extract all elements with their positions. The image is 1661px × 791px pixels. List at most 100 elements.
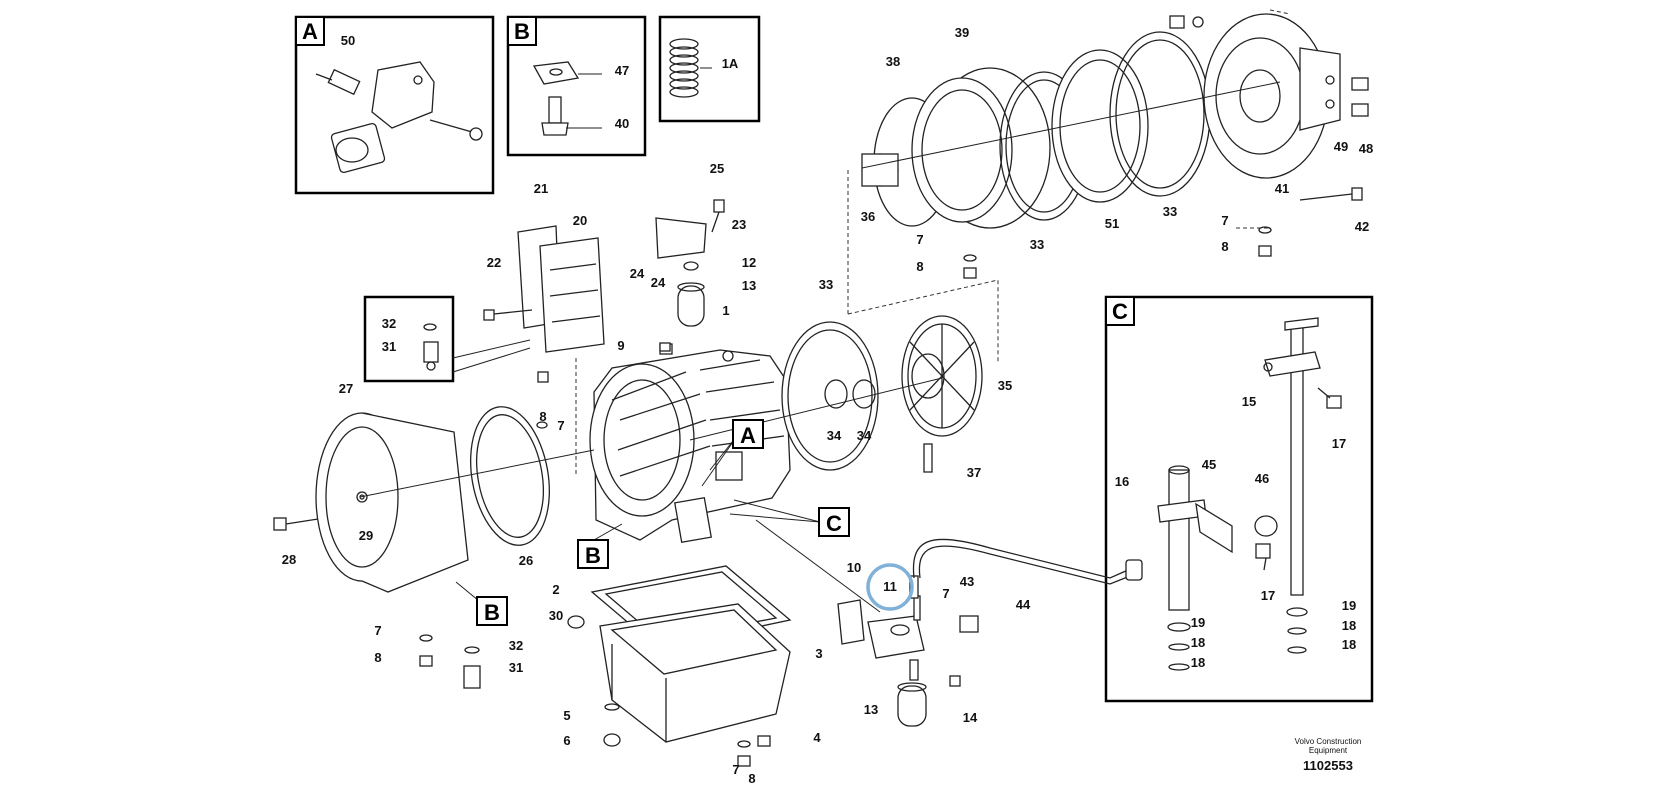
- callout-34: 34: [857, 428, 872, 443]
- callout-26: 26: [519, 553, 533, 568]
- callout-36: 36: [861, 209, 875, 224]
- footer: Volvo Construction Equipment 1102553: [1295, 737, 1362, 773]
- drawing-number: 1102553: [1303, 758, 1353, 773]
- callout-34: 34: [827, 428, 842, 443]
- detail-frame-b-label: B: [514, 19, 530, 44]
- callout-31: 31: [509, 660, 523, 675]
- callout-7: 7: [1221, 213, 1228, 228]
- callout-42: 42: [1355, 219, 1369, 234]
- callout-23: 23: [732, 217, 746, 232]
- callout-46: 46: [1255, 471, 1269, 486]
- callout-31: 31: [382, 339, 396, 354]
- tag-b-bell: B: [476, 596, 508, 626]
- callout-43: 43: [960, 574, 974, 589]
- callout-28: 28: [282, 552, 296, 567]
- callout-3: 3: [815, 646, 822, 661]
- callout-48: 48: [1359, 141, 1373, 156]
- callout-30: 30: [549, 608, 563, 623]
- clutch-assembly: [861, 13, 1369, 279]
- bolt: [273, 517, 319, 531]
- callout-19: 19: [1342, 598, 1356, 613]
- callout-25: 25: [710, 161, 724, 176]
- cover-gasket: [781, 321, 879, 471]
- highlight-circle: [866, 563, 914, 611]
- callout-49: 49: [1334, 139, 1348, 154]
- control-valve: [483, 225, 605, 353]
- callout-27: 27: [339, 381, 353, 396]
- detail-frame-c: C: [1104, 295, 1374, 703]
- callout-5: 5: [563, 708, 570, 723]
- callout-6: 6: [563, 733, 570, 748]
- callout-44: 44: [1016, 597, 1031, 612]
- callout-24: 24: [630, 266, 645, 281]
- detail-frame-c-label: C: [1112, 299, 1128, 324]
- callout-32: 32: [509, 638, 523, 653]
- tag-c: C: [818, 507, 850, 537]
- callout-4: 4: [813, 730, 821, 745]
- callout-7: 7: [374, 623, 381, 638]
- callout-39: 39: [955, 25, 969, 40]
- svg-text:B: B: [585, 543, 601, 568]
- callout-37: 37: [967, 465, 981, 480]
- callout-7: 7: [916, 232, 923, 247]
- callout-41: 41: [1275, 181, 1289, 196]
- detail-frame-a: A: [294, 15, 495, 195]
- callout-1A: 1A: [722, 56, 739, 71]
- brand-line-2: Equipment: [1309, 746, 1348, 755]
- callout-2: 2: [552, 582, 559, 597]
- callout-35: 35: [998, 378, 1012, 393]
- callout-32: 32: [382, 316, 396, 331]
- callout-10: 10: [847, 560, 861, 575]
- tag-a: A: [732, 419, 764, 449]
- filter-housing: [837, 575, 979, 727]
- dashed-guides: [575, 9, 1291, 474]
- bracket-and-filter: [655, 199, 725, 327]
- callout-15: 15: [1242, 394, 1256, 409]
- callout-22: 22: [487, 255, 501, 270]
- callout-8: 8: [748, 771, 755, 786]
- svg-text:A: A: [740, 423, 756, 448]
- pipe: [912, 538, 1129, 579]
- gasket: [470, 406, 550, 546]
- detail-frame-a-label: A: [302, 19, 318, 44]
- bell-housing: [315, 412, 469, 593]
- callout-16: 16: [1115, 474, 1129, 489]
- detail-frame-1a: [658, 15, 761, 123]
- callout-1: 1: [722, 303, 729, 318]
- svg-text:C: C: [826, 511, 842, 536]
- callout-33: 33: [819, 277, 833, 292]
- callout-8: 8: [374, 650, 381, 665]
- callout-17: 17: [1332, 436, 1346, 451]
- oil-pan: [567, 565, 792, 767]
- callout-7: 7: [557, 418, 564, 433]
- callout-40: 40: [615, 116, 629, 131]
- callout-17: 17: [1261, 588, 1275, 603]
- callout-8: 8: [539, 409, 546, 424]
- callout-33: 33: [1030, 237, 1044, 252]
- tag-b-pan: B: [577, 539, 609, 569]
- callout-33: 33: [1163, 204, 1177, 219]
- callout-8: 8: [916, 259, 923, 274]
- callout-9: 9: [617, 338, 624, 353]
- transmission-housing: [589, 343, 791, 544]
- fasteners: [419, 342, 671, 689]
- callout-14: 14: [963, 710, 978, 725]
- callout-21: 21: [534, 181, 548, 196]
- callout-18: 18: [1191, 635, 1205, 650]
- callout-7: 7: [942, 586, 949, 601]
- carrier: [901, 315, 983, 473]
- callout-12: 12: [742, 255, 756, 270]
- callout-19: 19: [1191, 615, 1205, 630]
- callout-38: 38: [886, 54, 900, 69]
- callout-18: 18: [1191, 655, 1205, 670]
- callout-8: 8: [1221, 239, 1228, 254]
- callout-7: 7: [732, 762, 739, 777]
- callout-18: 18: [1342, 637, 1356, 652]
- callout-47: 47: [615, 63, 629, 78]
- callout-45: 45: [1202, 457, 1216, 472]
- sensor-detail: [363, 295, 455, 383]
- callout-24: 24: [651, 275, 666, 290]
- callout-51: 51: [1105, 216, 1119, 231]
